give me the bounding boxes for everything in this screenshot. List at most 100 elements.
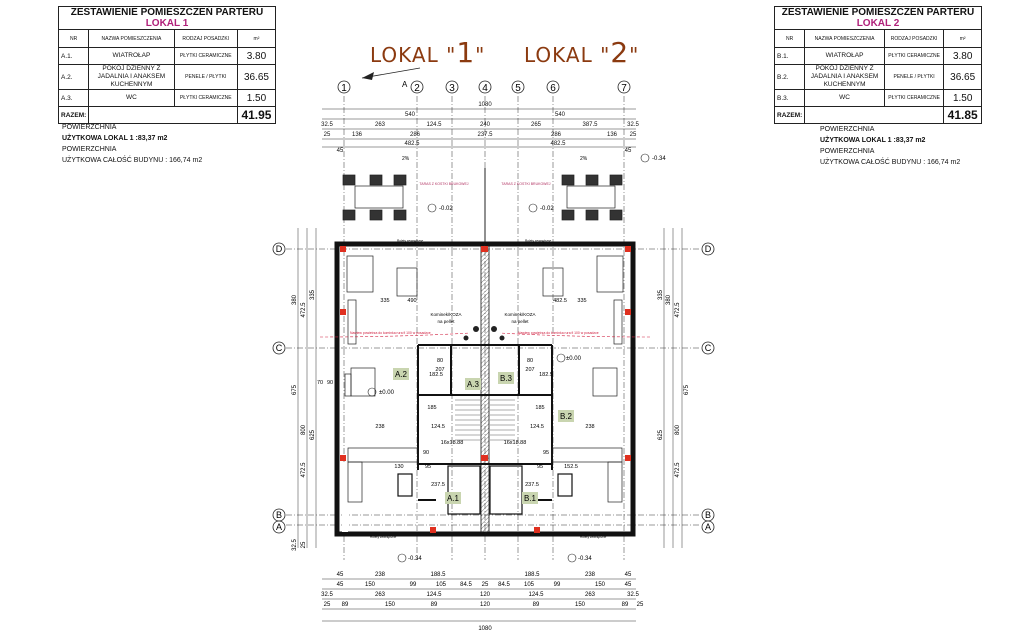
svg-text:263: 263 — [375, 122, 386, 128]
structural-columns — [340, 246, 631, 533]
svg-text:Rolety zewnętrzne: Rolety zewnętrzne — [370, 535, 396, 539]
interior-furniture — [344, 255, 624, 503]
svg-text:70: 70 — [317, 380, 323, 386]
svg-text:1080: 1080 — [478, 626, 492, 632]
svg-text:89: 89 — [342, 602, 349, 608]
svg-text:A: A — [402, 80, 408, 89]
svg-text:124.5: 124.5 — [426, 122, 442, 128]
svg-text:482.5: 482.5 — [550, 141, 566, 147]
svg-text:188.5: 188.5 — [430, 572, 446, 578]
svg-text:25: 25 — [637, 602, 644, 608]
svg-text:150: 150 — [575, 602, 586, 608]
svg-text:45: 45 — [625, 148, 632, 154]
svg-text:25: 25 — [324, 132, 331, 138]
svg-text:238: 238 — [375, 424, 384, 430]
svg-text:95: 95 — [543, 450, 549, 456]
svg-text:263: 263 — [585, 592, 596, 598]
vestibules — [397, 465, 573, 515]
svg-text:6: 6 — [550, 83, 556, 94]
svg-text:99: 99 — [410, 582, 417, 588]
svg-text:Nawiew powietrza do kominka ru: Nawiew powietrza do kominka rura fi 100 … — [350, 331, 431, 335]
svg-text:B: B — [705, 510, 711, 520]
svg-text:89: 89 — [533, 602, 540, 608]
room-table-lokal-2: ZESTAWIENIE POMIESZCZEŃ PARTERU LOKAL 2 … — [773, 6, 982, 124]
svg-text:263: 263 — [375, 592, 386, 598]
svg-text:32.5: 32.5 — [627, 122, 639, 128]
svg-text:625: 625 — [658, 429, 664, 440]
fireplace-icons — [463, 326, 505, 341]
terrace-furniture — [342, 174, 623, 221]
svg-text:800: 800 — [675, 424, 681, 435]
svg-text:124.5: 124.5 — [528, 592, 544, 598]
svg-text:540: 540 — [405, 112, 416, 118]
svg-text:B.1: B.1 — [524, 494, 537, 503]
svg-text:16x18.88: 16x18.88 — [441, 440, 464, 446]
svg-text:-0.34: -0.34 — [578, 556, 592, 562]
side-dimension-labels: 380 472.5 675 800 472.5 335 625 32.5 25 … — [292, 289, 690, 551]
top-dimensions — [322, 108, 636, 148]
svg-text:472.5: 472.5 — [301, 302, 307, 318]
svg-text:84.5: 84.5 — [460, 582, 472, 588]
svg-text:150: 150 — [365, 582, 376, 588]
svg-text:45: 45 — [337, 148, 344, 154]
svg-text:105: 105 — [524, 582, 535, 588]
svg-text:45: 45 — [625, 572, 632, 578]
table-title: ZESTAWIENIE POMIESZCZEŃ PARTERU LOKAL 2 — [774, 6, 982, 30]
svg-text:A.3: A.3 — [467, 380, 480, 389]
svg-text:Rolety zewnętrzne: Rolety zewnętrzne — [580, 535, 606, 539]
bottom-dimensions — [322, 578, 636, 622]
svg-text:89: 89 — [431, 602, 438, 608]
svg-text:130: 130 — [394, 464, 403, 470]
top-dimension-labels: 1080 540 540 32.5 263 124.5 240 265 387.… — [321, 102, 639, 154]
air-duct — [319, 332, 651, 338]
svg-text:800: 800 — [301, 424, 307, 435]
svg-text:237.5: 237.5 — [525, 482, 539, 488]
svg-text:4: 4 — [482, 83, 488, 94]
svg-text:185: 185 — [427, 405, 436, 411]
table-row: A.2.POKÓJ DZIENNY Z JADALNIA I ANAKSEM K… — [57, 64, 277, 90]
svg-text:-0.02: -0.02 — [540, 206, 554, 212]
window-tags: Rolety zewnętrzne Rolety zewnętrzne Role… — [370, 239, 606, 539]
svg-text:Rolety zewnętrzne: Rolety zewnętrzne — [525, 239, 551, 243]
svg-text:237.5: 237.5 — [477, 132, 493, 138]
lokal-1-title: LOKAL "1" — [370, 36, 486, 69]
svg-text:1080: 1080 — [478, 102, 492, 108]
svg-text:C: C — [705, 343, 712, 353]
svg-text:45: 45 — [337, 582, 344, 588]
svg-text:265: 265 — [531, 122, 542, 128]
svg-text:387.5: 387.5 — [582, 122, 598, 128]
svg-text:Kominek/KOZA: Kominek/KOZA — [504, 312, 535, 317]
svg-text:625: 625 — [310, 429, 316, 440]
svg-text:25: 25 — [630, 132, 637, 138]
table-total-row: RAZEM:41.85 — [773, 106, 982, 124]
svg-text:2%: 2% — [402, 156, 410, 162]
svg-text:335: 335 — [310, 289, 316, 300]
svg-text:286: 286 — [551, 132, 562, 138]
svg-text:Nawiew powietrza do kominka ru: Nawiew powietrza do kominka rura fi 100 … — [518, 331, 599, 335]
svg-text:5: 5 — [515, 83, 521, 94]
svg-text:380: 380 — [666, 294, 672, 305]
interior-dimension-labels: 238 238 124.5 124.5 80 207 80 207 185 18… — [317, 298, 595, 488]
svg-text:238: 238 — [375, 572, 386, 578]
svg-text:B.2: B.2 — [560, 412, 573, 421]
svg-text:90: 90 — [327, 380, 333, 386]
svg-text:32.5: 32.5 — [321, 592, 333, 598]
svg-text:45: 45 — [625, 582, 632, 588]
svg-text:124.5: 124.5 — [426, 592, 442, 598]
svg-text:185: 185 — [535, 405, 544, 411]
room-table-lokal-1: ZESTAWIENIE POMIESZCZEŃ PARTERU LOKAL 1 … — [57, 6, 277, 124]
svg-text:2%: 2% — [580, 156, 588, 162]
svg-text:A: A — [705, 522, 711, 532]
room-labels: A.2 A.3 A.1 B.1 B.2 B.3 — [393, 368, 574, 504]
svg-text:380: 380 — [292, 294, 298, 305]
svg-text:45: 45 — [337, 572, 344, 578]
fireplace-labels: Kominek/KOZA na pellet Kominek/KOZA na p… — [430, 312, 535, 324]
header-floor: RODZAJ POSADZKI — [883, 29, 945, 48]
svg-text:482.5: 482.5 — [553, 298, 567, 304]
svg-text:A.1: A.1 — [447, 494, 460, 503]
svg-text:150: 150 — [385, 602, 396, 608]
svg-text:89: 89 — [622, 602, 629, 608]
svg-text:B: B — [276, 510, 282, 520]
